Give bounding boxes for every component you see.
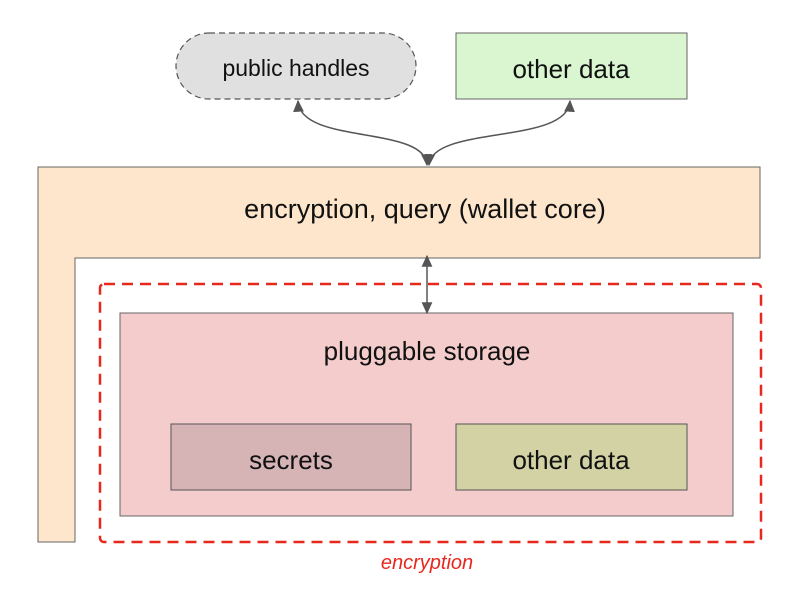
other-data-top-label: other data bbox=[512, 54, 630, 84]
other-data-inner-label: other data bbox=[512, 445, 630, 475]
secrets-label: secrets bbox=[249, 445, 333, 475]
pluggable-storage-label: pluggable storage bbox=[324, 336, 531, 366]
wallet-core-shape bbox=[37, 166, 761, 543]
other-data-core-arrow bbox=[424, 99, 575, 167]
other-data-inner-node bbox=[455, 423, 688, 491]
other-data-top-node bbox=[455, 32, 688, 100]
public-handles-core-arrow bbox=[293, 99, 432, 167]
wallet-core-label: encryption, query (wallet core) bbox=[244, 194, 606, 224]
secrets-node bbox=[170, 423, 412, 491]
public-handles-label: public handles bbox=[222, 55, 369, 81]
public-handles-node bbox=[175, 32, 417, 100]
encryption-label: encryption bbox=[381, 552, 473, 574]
